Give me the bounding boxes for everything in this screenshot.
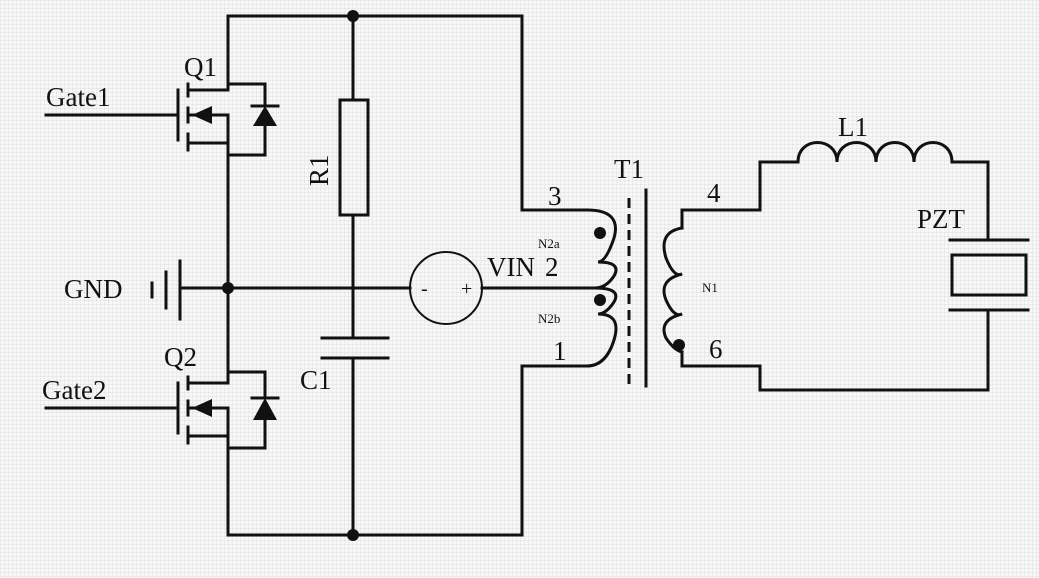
ground-symbol	[150, 259, 230, 321]
inductor-l1	[758, 141, 990, 242]
label-pin3: 3	[548, 181, 562, 211]
label-vin-minus: -	[421, 278, 428, 300]
label-pzt: PZT	[917, 204, 966, 234]
label-n2b: N2b	[538, 311, 560, 326]
capacitor-c1	[320, 336, 390, 537]
label-vin: VIN	[487, 252, 535, 282]
mosfet-q2	[44, 370, 280, 450]
dot-n2b	[594, 294, 606, 306]
label-n2a: N2a	[538, 236, 560, 251]
label-pin1: 1	[553, 336, 567, 366]
mosfet-q1	[44, 82, 280, 157]
label-r1: R1	[304, 154, 334, 186]
piezo-pzt	[758, 238, 1030, 392]
voltage-source-vin	[409, 251, 597, 325]
transformer-secondary	[662, 208, 762, 368]
label-q1: Q1	[184, 52, 217, 82]
bottom-rail	[226, 364, 589, 537]
label-c1: C1	[300, 365, 332, 395]
label-gate1: Gate1	[46, 82, 110, 112]
label-pin2: 2	[545, 252, 559, 282]
resistor-r1	[338, 14, 370, 340]
label-pin6: 6	[709, 334, 723, 364]
label-l1: L1	[838, 112, 868, 142]
top-rail	[226, 14, 589, 212]
label-gnd: GND	[64, 274, 123, 304]
label-pin4: 4	[707, 178, 721, 208]
label-t1: T1	[614, 154, 644, 184]
transformer-primary	[585, 208, 618, 368]
label-gate2: Gate2	[42, 375, 106, 405]
transformer-core	[627, 188, 648, 388]
label-q2: Q2	[164, 342, 197, 372]
dot-n2a	[594, 227, 606, 239]
label-n1: N1	[702, 280, 718, 295]
label-vin-plus: +	[461, 278, 472, 300]
dot-n1	[673, 339, 685, 351]
